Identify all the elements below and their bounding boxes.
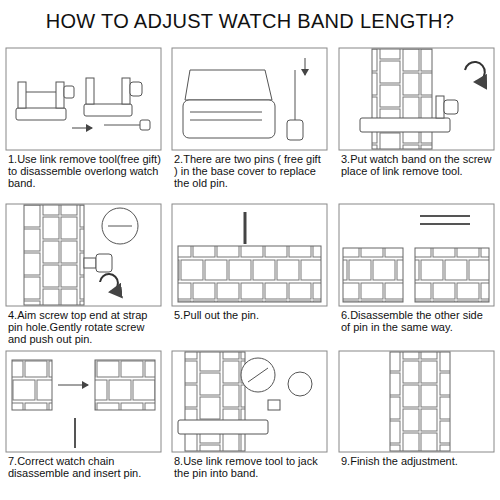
step-caption: 6.Disassemble the other side of pin in t…: [341, 309, 494, 333]
step-caption: 2.There are two pins ( free gift ) in th…: [174, 153, 327, 189]
diagram-title: HOW TO ADJUST WATCH BAND LENGTH?: [0, 10, 500, 33]
step-panel: 2.There are two pins ( free gift ) in th…: [172, 48, 327, 189]
step-caption: 8.Use link remove tool to jack the pin i…: [174, 455, 327, 479]
step-caption: 3.Put watch band on the screw place of l…: [341, 153, 494, 177]
step-panel: 4.Aim screw top end at strap pin hole.Ge…: [6, 204, 161, 345]
step-caption: 7.Correct watch chain disassemble and in…: [8, 455, 161, 479]
step-caption: 5.Pull out the pin.: [174, 309, 327, 321]
step-panel: 9.Finish the adjustment.: [339, 351, 494, 467]
step-caption: 4.Aim screw top end at strap pin hole.Ge…: [8, 309, 161, 345]
step-caption: 9.Finish the adjustment.: [341, 455, 494, 467]
step-panel: 1.Use link remove tool(free gift) to dis…: [6, 48, 161, 189]
step-panel: 5.Pull out the pin.: [172, 204, 327, 321]
step-panel: 6.Disassemble the other side of pin in t…: [339, 204, 494, 333]
step-caption: 1.Use link remove tool(free gift) to dis…: [8, 153, 161, 189]
step-panel: 3.Put watch band on the screw place of l…: [339, 48, 494, 177]
step-panel: 7.Correct watch chain disassemble and in…: [6, 351, 161, 479]
step-panel: 8.Use link remove tool to jack the pin i…: [172, 351, 327, 479]
